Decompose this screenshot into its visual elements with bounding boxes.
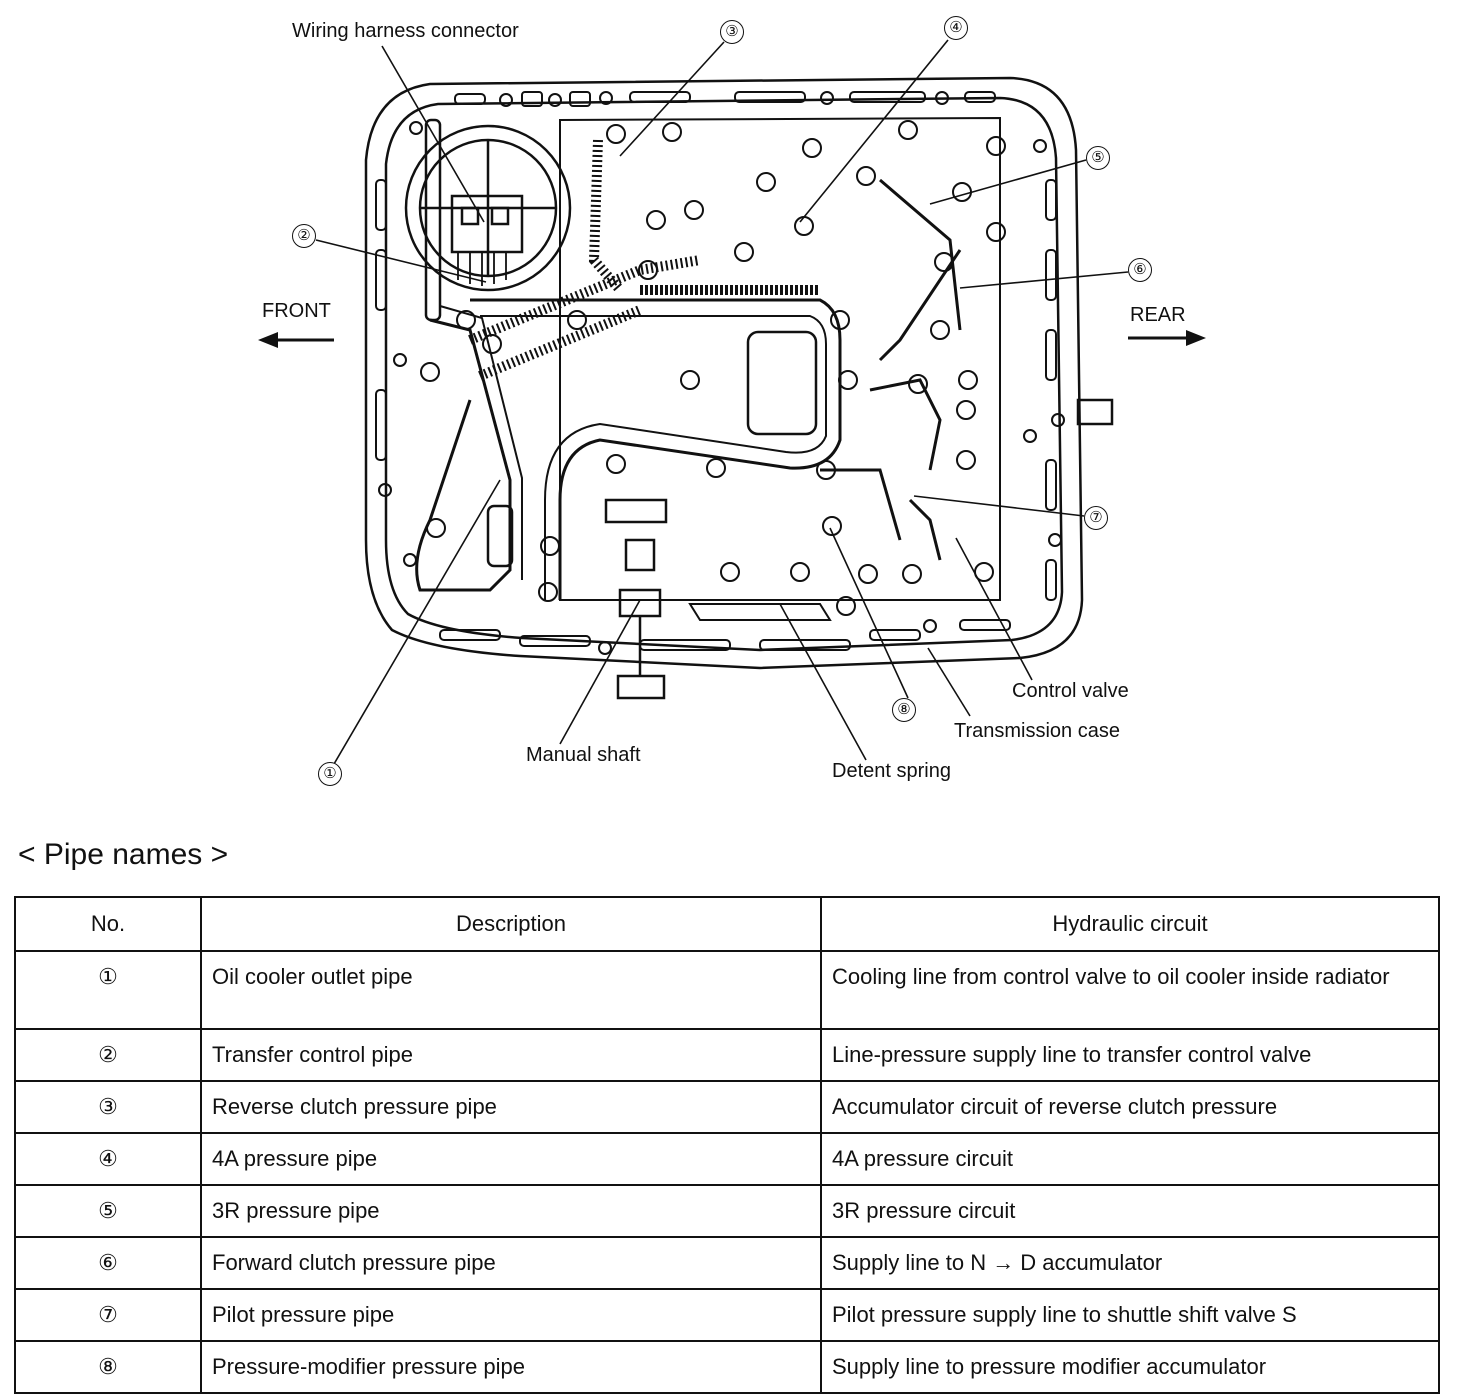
callout-6: ⑥ bbox=[1128, 258, 1152, 282]
row-circuit: Supply line to N → D accumulator bbox=[820, 1236, 1440, 1290]
row-description: Oil cooler outlet pipe bbox=[200, 950, 822, 1030]
row-description: Pressure-modifier pressure pipe bbox=[200, 1340, 822, 1394]
table-row: ⑥ Forward clutch pressure pipe Supply li… bbox=[14, 1236, 1440, 1290]
callout-3: ③ bbox=[720, 20, 744, 44]
row-no: ① bbox=[14, 950, 202, 1030]
table-row: ④ 4A pressure pipe 4A pressure circuit bbox=[14, 1132, 1440, 1186]
row-description: 4A pressure pipe bbox=[200, 1132, 822, 1186]
row-circuit: Line-pressure supply line to transfer co… bbox=[820, 1028, 1440, 1082]
callout-8: ⑧ bbox=[892, 698, 916, 722]
row-description: 3R pressure pipe bbox=[200, 1184, 822, 1238]
row-circuit: Supply line to pressure modifier accumul… bbox=[820, 1340, 1440, 1394]
row-no: ⑦ bbox=[14, 1288, 202, 1342]
row-no: ⑤ bbox=[14, 1184, 202, 1238]
row-description: Forward clutch pressure pipe bbox=[200, 1236, 822, 1290]
row-no: ⑥ bbox=[14, 1236, 202, 1290]
transmission-case-outline bbox=[364, 76, 1084, 670]
row-circuit: Cooling line from control valve to oil c… bbox=[820, 950, 1440, 1030]
control-valve-label: Control valve bbox=[1012, 680, 1129, 702]
table-row: ⑤ 3R pressure pipe 3R pressure circuit bbox=[14, 1184, 1440, 1238]
front-label: FRONT bbox=[262, 300, 331, 322]
pipe-names-table: No. Description Hydraulic circuit ① Oil … bbox=[14, 896, 1440, 1394]
row-description: Transfer control pipe bbox=[200, 1028, 822, 1082]
row-description: Reverse clutch pressure pipe bbox=[200, 1080, 822, 1134]
callout-7: ⑦ bbox=[1084, 506, 1108, 530]
rear-label: REAR bbox=[1130, 304, 1186, 326]
row-no: ② bbox=[14, 1028, 202, 1082]
transmission-diagram bbox=[258, 39, 1206, 765]
header-hydraulic-circuit: Hydraulic circuit bbox=[820, 896, 1440, 952]
row-description: Pilot pressure pipe bbox=[200, 1288, 822, 1342]
table-row: ① Oil cooler outlet pipe Cooling line fr… bbox=[14, 950, 1440, 1030]
row-circuit: Pilot pressure supply line to shuttle sh… bbox=[820, 1288, 1440, 1342]
manual-shaft-label: Manual shaft bbox=[526, 744, 641, 766]
row-circuit: 3R pressure circuit bbox=[820, 1184, 1440, 1238]
row-no: ⑧ bbox=[14, 1340, 202, 1394]
table-row: ② Transfer control pipe Line-pressure su… bbox=[14, 1028, 1440, 1082]
row-circuit: Accumulator circuit of reverse clutch pr… bbox=[820, 1080, 1440, 1134]
detent-spring-label: Detent spring bbox=[832, 760, 951, 782]
header-description: Description bbox=[200, 896, 822, 952]
callout-1: ① bbox=[318, 762, 342, 786]
header-no: No. bbox=[14, 896, 202, 952]
row-no: ④ bbox=[14, 1132, 202, 1186]
row-circuit: 4A pressure circuit bbox=[820, 1132, 1440, 1186]
callout-5: ⑤ bbox=[1086, 146, 1110, 170]
wiring-harness-connector-label: Wiring harness connector bbox=[292, 20, 519, 42]
callout-2: ② bbox=[292, 224, 316, 248]
table-row: ③ Reverse clutch pressure pipe Accumulat… bbox=[14, 1080, 1440, 1134]
callout-4: ④ bbox=[944, 16, 968, 40]
transmission-case-label: Transmission case bbox=[954, 720, 1120, 742]
row-no: ③ bbox=[14, 1080, 202, 1134]
table-row: ⑦ Pilot pressure pipe Pilot pressure sup… bbox=[14, 1288, 1440, 1342]
control-valve-outline bbox=[559, 116, 1001, 601]
table-header-row: No. Description Hydraulic circuit bbox=[14, 896, 1440, 952]
section-title: < Pipe names > bbox=[18, 838, 229, 871]
table-row: ⑧ Pressure-modifier pressure pipe Supply… bbox=[14, 1340, 1440, 1394]
